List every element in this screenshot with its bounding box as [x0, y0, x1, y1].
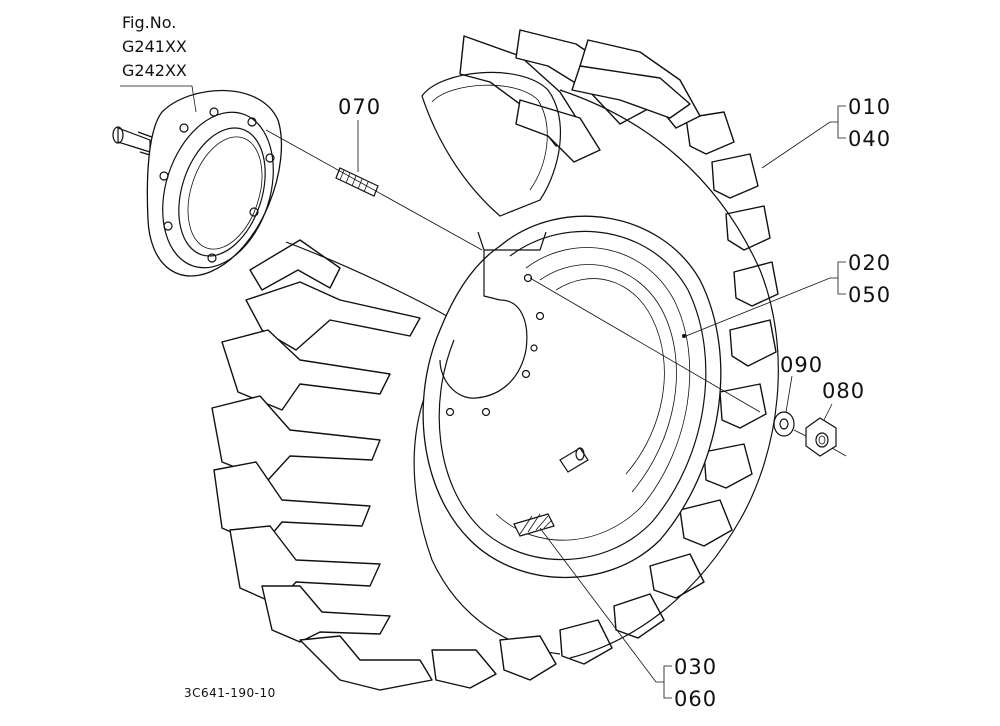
stud-bolt [335, 167, 379, 197]
drawing-code: 3C641-190-10 [184, 686, 276, 700]
hex-nut [805, 417, 837, 457]
part-label-060[interactable]: 060 [674, 687, 717, 711]
part-label-020[interactable]: 020 [848, 251, 891, 275]
wheel-rim [422, 215, 722, 579]
part-label-070[interactable]: 070 [338, 95, 381, 119]
part-label-010[interactable]: 010 [848, 95, 891, 119]
part-label-050[interactable]: 050 [848, 283, 891, 307]
tractor-tire [211, 29, 779, 691]
fig-code-2: G242XX [122, 61, 187, 80]
part-label-030[interactable]: 030 [674, 655, 717, 679]
fig-code-1: G241XX [122, 37, 187, 56]
leader-lines [120, 85, 847, 699]
part-label-040[interactable]: 040 [848, 127, 891, 151]
part-label-090[interactable]: 090 [780, 353, 823, 377]
hub-flange [112, 89, 283, 277]
fig-no-label: Fig.No. [122, 13, 176, 32]
part-label-080[interactable]: 080 [822, 379, 865, 403]
washer [773, 411, 795, 437]
